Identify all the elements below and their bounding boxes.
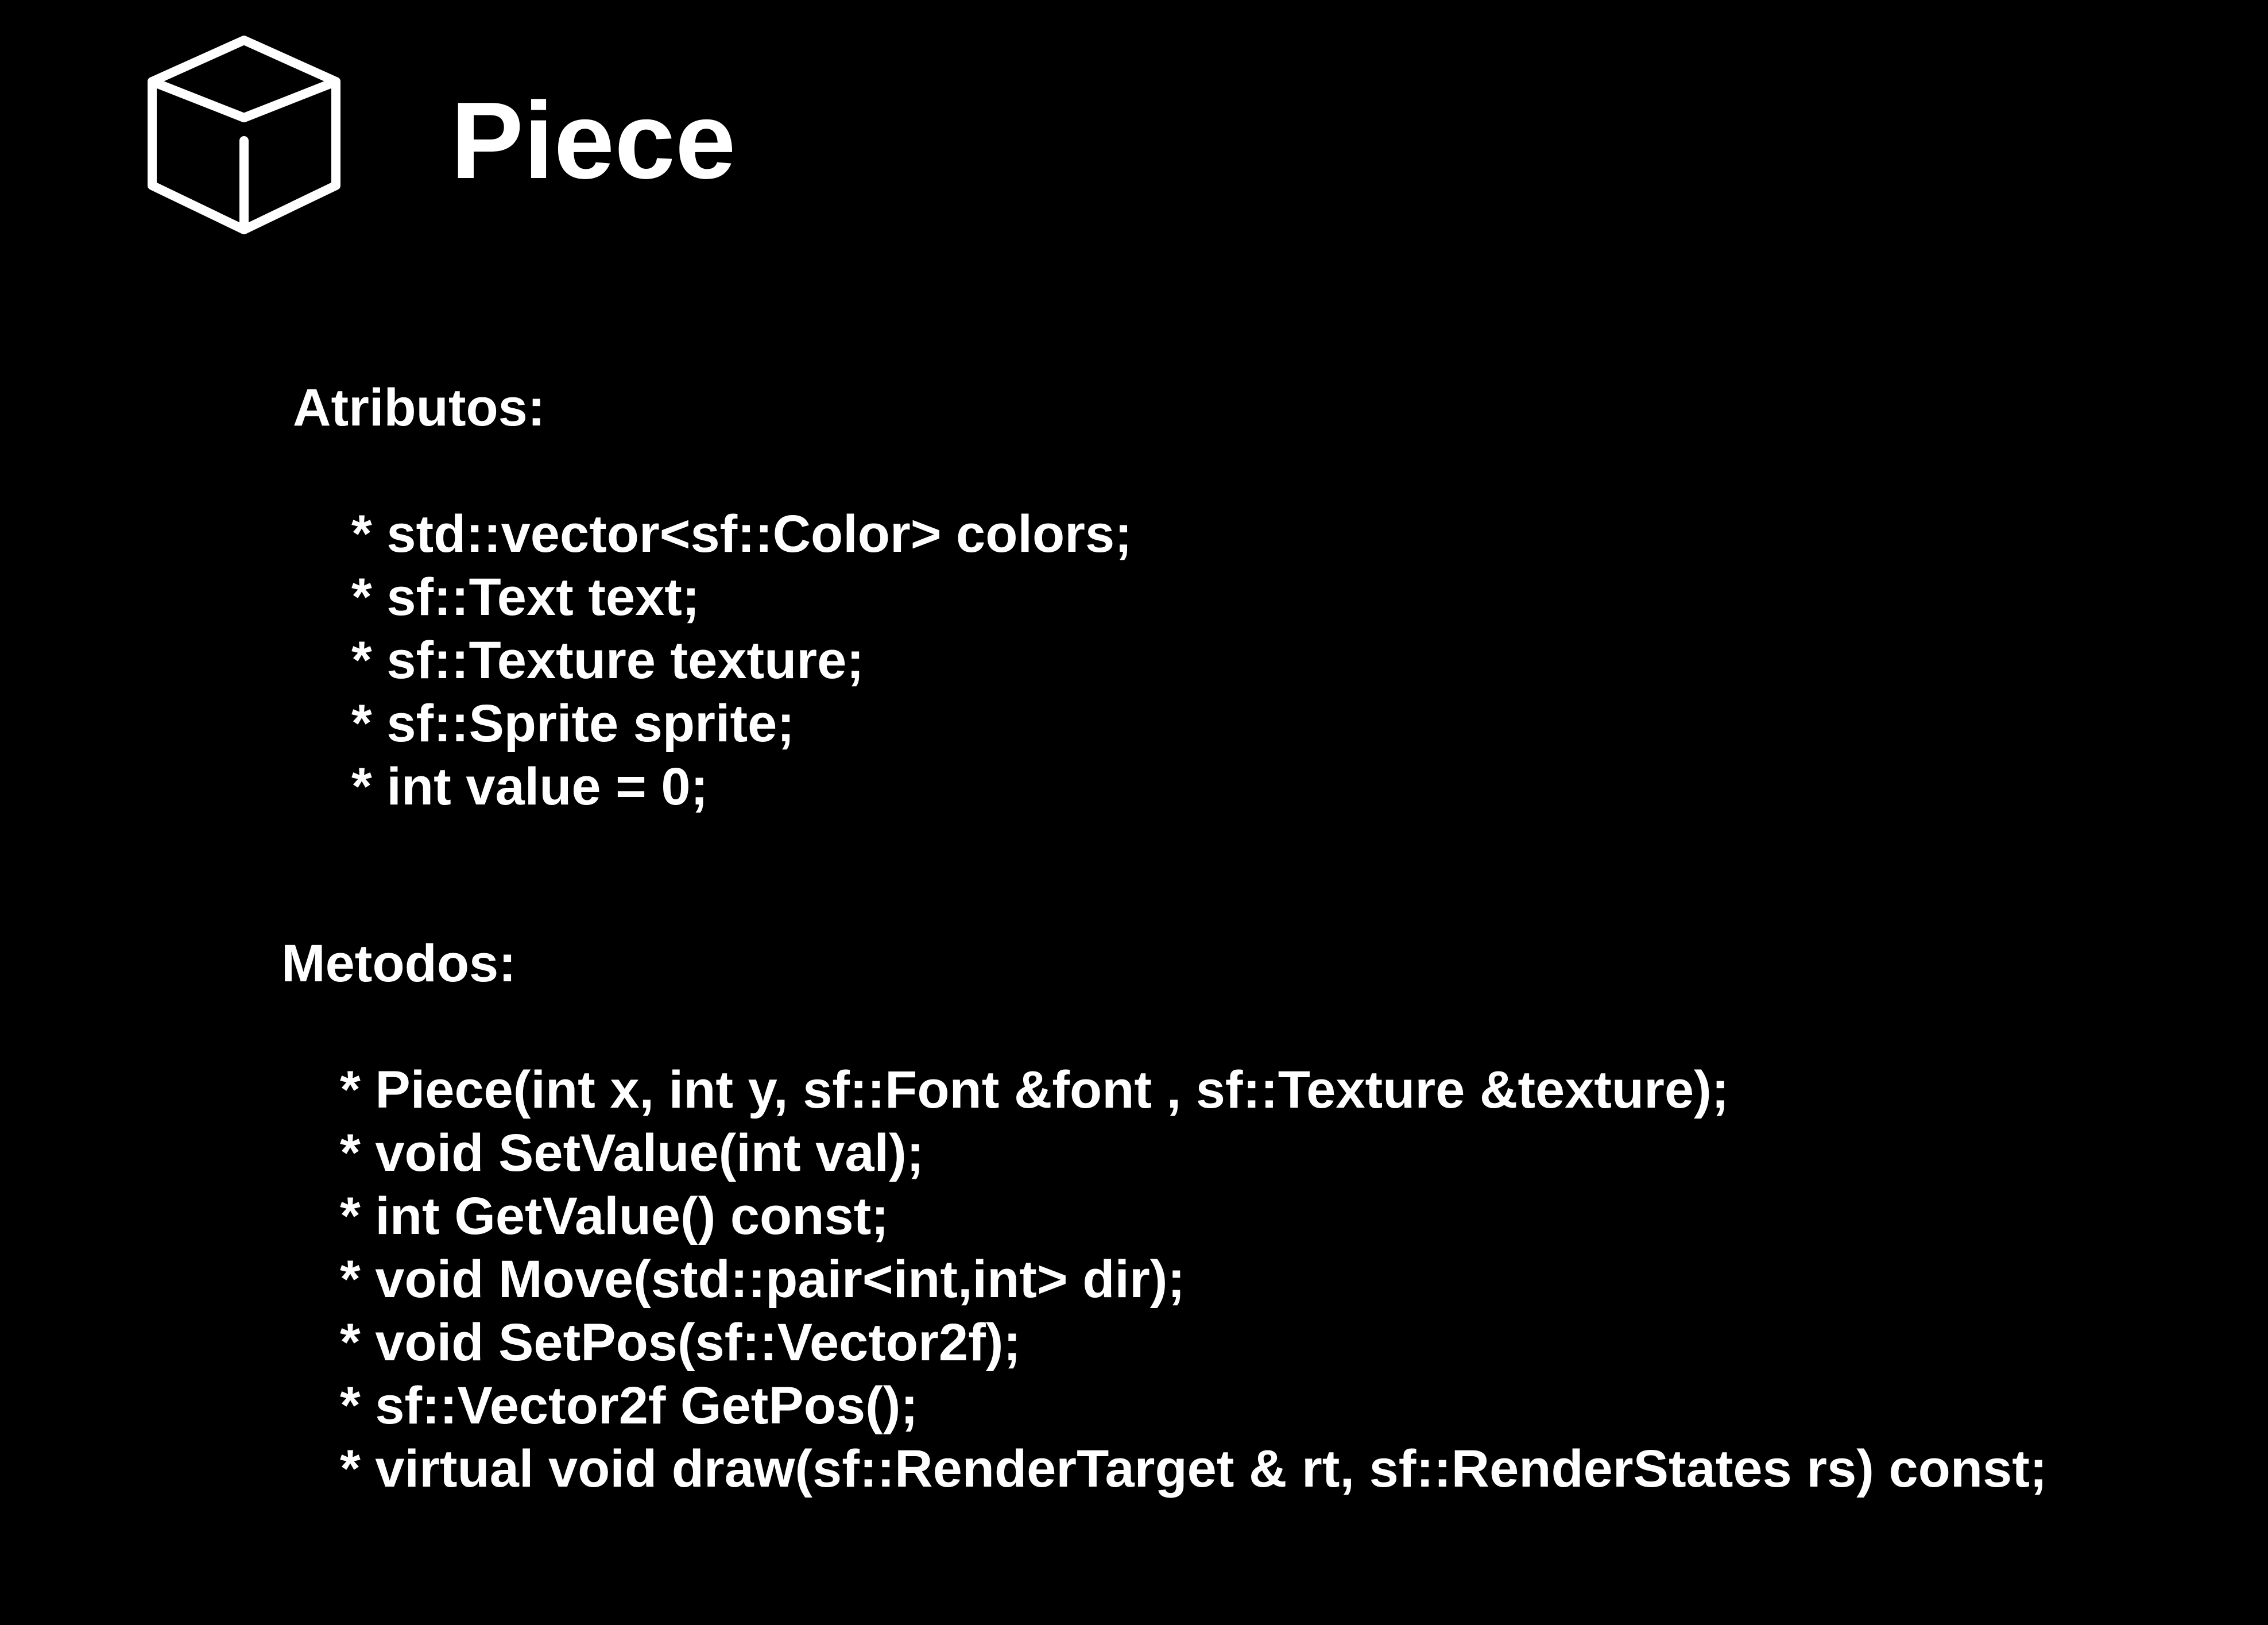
method-item: * void SetPos(sf::Vector2f); [340,1313,1021,1372]
method-item: * int GetValue() const; [340,1187,889,1245]
attribute-item: * int value = 0; [351,757,709,816]
method-item: * virtual void draw(sf::RenderTarget & r… [340,1440,2048,1498]
attribute-item: * sf::Sprite sprite; [351,694,795,753]
methods-heading: Metodos: [281,934,516,993]
method-item: * void SetValue(int val); [340,1124,924,1182]
attribute-item: * std::vector<sf::Color> colors; [351,505,1132,563]
methods-list: * Piece(int x, int y, sf::Font &font , s… [340,1058,2047,1500]
attribute-item: * sf::Text text; [351,568,700,626]
method-item: * void Move(std::pair<int,int> dir); [340,1250,1186,1309]
method-item: * sf::Vector2f GetPos(); [340,1376,919,1435]
method-item: * Piece(int x, int y, sf::Font &font , s… [340,1061,1729,1119]
attribute-item: * sf::Texture texture; [351,631,864,690]
attributes-list: * std::vector<sf::Color> colors; * sf::T… [351,502,1132,818]
page-title: Piece [451,80,736,202]
attributes-heading: Atributos: [293,378,545,437]
cube-icon [148,36,340,234]
